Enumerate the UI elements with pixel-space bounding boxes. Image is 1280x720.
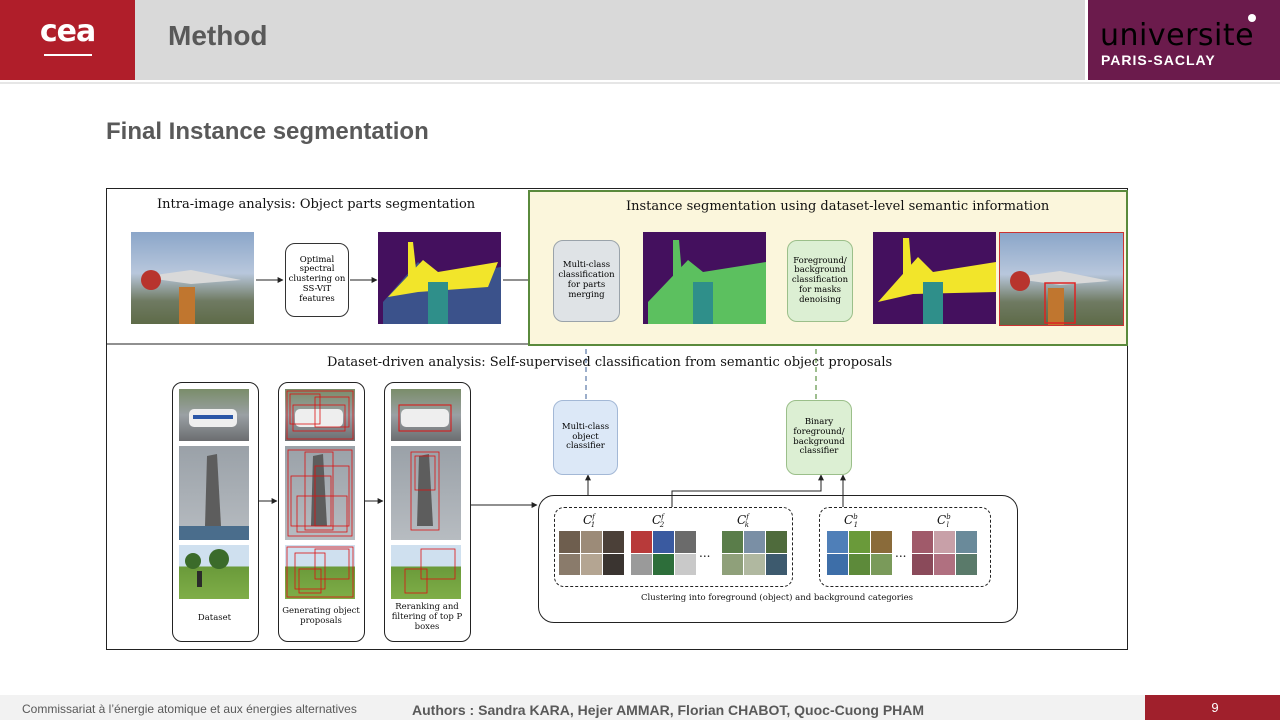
cluster-c1b-grid (827, 531, 892, 575)
cluster-clb-grid (912, 531, 977, 575)
cluster-label-ckf: Cfk (737, 513, 750, 530)
cea-logo (0, 0, 135, 80)
dataset-statue-image (179, 446, 249, 540)
clustering-caption: Clustering into foreground (object) and … (641, 593, 913, 603)
proposals-car-image (285, 389, 355, 441)
cluster-label-c1b: Cb1 (844, 513, 859, 530)
background-clusters-group (819, 507, 991, 587)
top-right-section-title: Instance segmentation using dataset-leve… (626, 199, 1050, 214)
page-number: 9 (1211, 700, 1219, 715)
generating-proposals-column (278, 382, 365, 642)
cea-logo-underline (44, 54, 92, 56)
page-title: Method (168, 20, 268, 51)
cea-logo-text: cea (39, 14, 96, 49)
header-divider (0, 82, 1280, 84)
proposals-statue-image (285, 446, 355, 540)
fg-ellipsis: ... (699, 546, 711, 560)
dataset-column (172, 382, 259, 642)
generating-proposals-label: Generating object proposals (282, 606, 360, 626)
cluster-c2f-grid (631, 531, 696, 575)
clustering-container (538, 495, 1018, 623)
reranking-column (384, 382, 471, 642)
arrow-fg-to-binary (671, 474, 824, 507)
dataset-field-image (179, 545, 249, 599)
footer-authors: Authors : Sandra KARA, Hejer AMMAR, Flor… (412, 702, 925, 718)
dataset-label: Dataset (197, 613, 232, 623)
page-number-box (1145, 695, 1280, 720)
header-band (135, 0, 1085, 80)
cluster-label-c1f: Cf1 (583, 513, 596, 530)
dataset-car-image (179, 389, 249, 441)
universite-paris-saclay-logo (1088, 0, 1280, 80)
airplane-photo (131, 232, 254, 324)
reranked-statue-image (391, 446, 461, 540)
cluster-c1f-grid (559, 531, 624, 575)
parts-segmentation-map (378, 232, 501, 324)
bg-ellipsis: ... (895, 546, 907, 560)
multiclass-parts-merging-box: Multi-class classification for parts mer… (553, 240, 620, 322)
footer-band (0, 695, 1280, 720)
logo-dot-icon (1248, 14, 1256, 22)
fg-bg-mask-denoising-box: Foreground/ background classification fo… (787, 240, 853, 322)
reranked-car-image (391, 389, 461, 441)
paris-saclay-logo-text: PARIS-SACLAY (1101, 52, 1216, 68)
footer-organization: Commissariat à l’énergie atomique et aux… (22, 702, 357, 716)
slide-subtitle: Final Instance segmentation (106, 118, 429, 145)
universite-logo-word: universite (1100, 18, 1255, 53)
foreground-clusters-group (554, 507, 793, 587)
cluster-label-c2f: Cf2 (652, 513, 665, 530)
bottom-section-title: Dataset-driven analysis: Self-supervised… (327, 355, 893, 370)
proposals-field-image (285, 545, 355, 599)
merged-parts-map (643, 232, 766, 324)
spectral-clustering-box: Optimal spectral clustering on SS-ViT fe… (285, 243, 349, 317)
cluster-ckf-grid (722, 531, 787, 575)
reranking-label: Reranking and filtering of top P boxes (391, 602, 463, 632)
binary-fg-bg-classifier-box: Binary foreground/ background classifier (786, 400, 852, 475)
method-diagram: Intra-image analysis: Object parts segme… (106, 188, 1128, 650)
final-instance-result-photo (999, 232, 1124, 326)
top-left-section-title: Intra-image analysis: Object parts segme… (157, 197, 476, 212)
denoised-mask-map (873, 232, 996, 324)
reranked-field-image (391, 545, 461, 599)
cluster-label-clb: Cbl (937, 513, 951, 530)
multiclass-object-classifier-box: Multi-class object classifier (553, 400, 618, 475)
